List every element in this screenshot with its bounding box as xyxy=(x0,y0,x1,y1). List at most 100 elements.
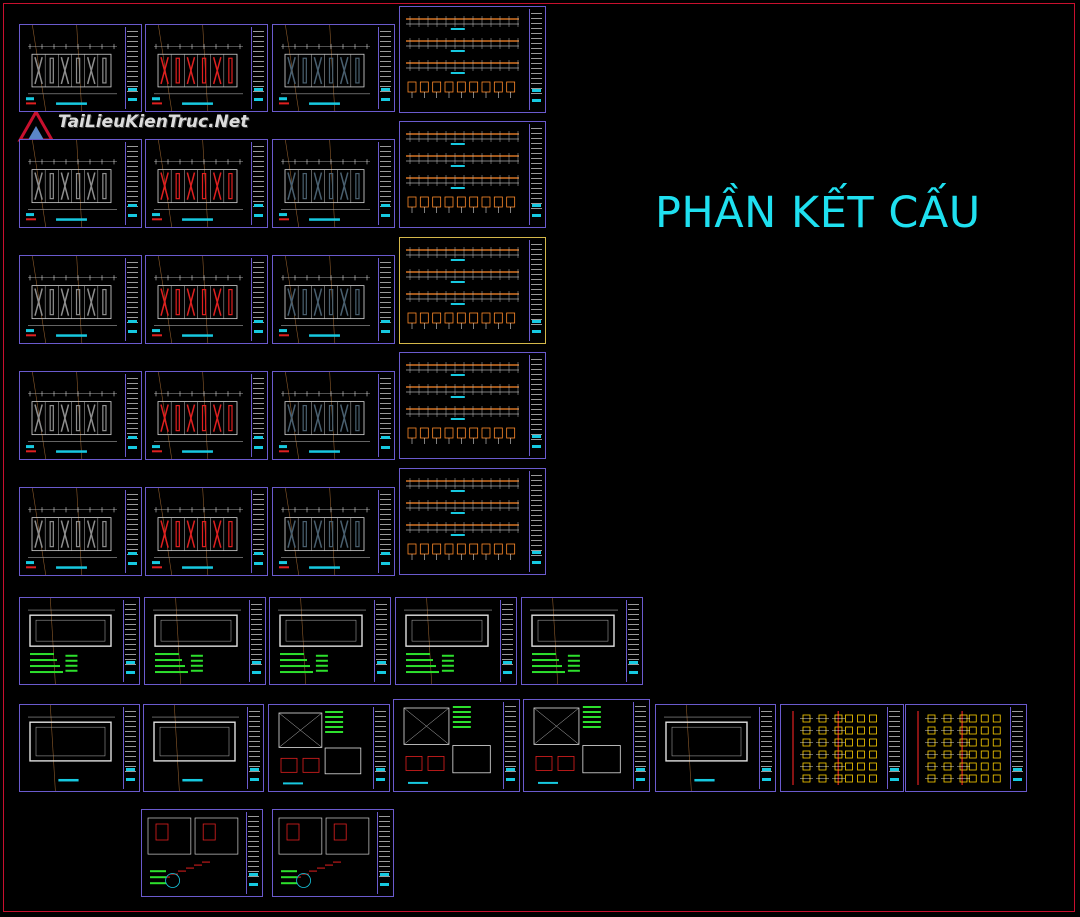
drawing-sheet[interactable] xyxy=(393,699,520,792)
title-block xyxy=(503,702,517,789)
sheet-drawing xyxy=(147,817,239,888)
sheet-drawing xyxy=(406,362,519,444)
drawing-sheet[interactable] xyxy=(269,597,391,685)
sheet-drawing xyxy=(279,25,370,111)
title-block xyxy=(759,707,773,789)
sheet-drawing xyxy=(406,131,519,213)
title-block xyxy=(125,374,139,457)
title-block xyxy=(378,27,392,109)
drawing-frame xyxy=(3,3,1075,912)
drawing-sheet[interactable] xyxy=(145,139,268,228)
drawing-sheet[interactable] xyxy=(272,809,394,897)
drawing-sheet[interactable] xyxy=(521,597,643,685)
title-block xyxy=(251,142,265,225)
title-block xyxy=(374,600,388,682)
sheet-drawing xyxy=(152,140,243,227)
drawing-sheet[interactable] xyxy=(19,139,142,228)
sheet-drawing xyxy=(664,705,751,791)
sheet-drawing xyxy=(278,711,362,785)
sheet-drawing xyxy=(26,372,117,459)
title-block xyxy=(123,707,137,789)
drawing-sheet[interactable] xyxy=(272,139,395,228)
sheet-drawing xyxy=(152,25,243,111)
sheet-drawing xyxy=(530,598,618,684)
drawing-sheet[interactable] xyxy=(272,371,395,460)
drawing-sheet[interactable] xyxy=(399,121,546,228)
drawing-sheet[interactable] xyxy=(19,24,142,112)
drawing-sheet[interactable] xyxy=(145,487,268,576)
drawing-sheet[interactable] xyxy=(399,237,546,344)
title-block xyxy=(251,258,265,341)
title-block xyxy=(887,707,901,789)
drawing-sheet[interactable] xyxy=(272,487,395,576)
sheet-drawing xyxy=(28,705,115,791)
title-block xyxy=(529,9,543,110)
drawing-sheet[interactable] xyxy=(268,704,390,792)
drawing-sheet[interactable] xyxy=(19,597,140,685)
drawing-sheet[interactable] xyxy=(145,255,268,344)
sheet-drawing xyxy=(153,598,241,684)
drawing-sheet[interactable] xyxy=(144,597,266,685)
drawing-sheet[interactable] xyxy=(19,487,142,576)
title-block xyxy=(249,600,263,682)
title-block xyxy=(125,490,139,573)
drawing-sheet[interactable] xyxy=(399,352,546,459)
drawing-sheet[interactable] xyxy=(399,6,546,113)
sheet-drawing xyxy=(26,140,117,227)
title-block xyxy=(247,707,261,789)
title-block xyxy=(1010,707,1024,789)
title-block xyxy=(251,490,265,573)
sheet-drawing xyxy=(279,372,370,459)
title-block xyxy=(500,600,514,682)
sheet-drawing xyxy=(279,256,370,343)
drawing-sheet[interactable] xyxy=(272,255,395,344)
drawing-sheet[interactable] xyxy=(143,704,264,792)
title-block xyxy=(377,812,391,894)
title-block xyxy=(251,27,265,109)
sheet-drawing xyxy=(406,16,519,98)
drawing-sheet[interactable] xyxy=(145,24,268,112)
sheet-drawing xyxy=(279,140,370,227)
drawing-sheet[interactable] xyxy=(523,699,650,792)
sheet-drawing xyxy=(406,478,519,560)
watermark-text: TaiLieuKienTruc.Net xyxy=(58,112,249,132)
sheet-drawing xyxy=(403,706,491,784)
drawing-sheet[interactable] xyxy=(272,24,395,112)
title-block xyxy=(529,240,543,341)
title-block xyxy=(378,490,392,573)
title-block xyxy=(123,600,137,682)
sheet-drawing xyxy=(406,247,519,329)
title-block xyxy=(373,707,387,789)
sheet-drawing xyxy=(279,488,370,575)
sheet-drawing xyxy=(278,598,366,684)
drawing-sheet[interactable] xyxy=(905,704,1027,792)
title-block xyxy=(378,258,392,341)
drawing-sheet[interactable] xyxy=(19,371,142,460)
drawing-sheet[interactable] xyxy=(399,468,546,575)
drawing-sheet[interactable] xyxy=(19,255,142,344)
sheet-drawing xyxy=(28,598,115,684)
title-block xyxy=(633,702,647,789)
drawing-sheet[interactable] xyxy=(141,809,263,897)
title-block xyxy=(125,142,139,225)
sheet-drawing xyxy=(533,706,621,784)
title-block xyxy=(246,812,260,894)
drawing-sheet[interactable] xyxy=(19,704,140,792)
sheet-drawing xyxy=(26,25,117,111)
title-block xyxy=(529,124,543,225)
drawing-sheet[interactable] xyxy=(145,371,268,460)
sheet-drawing xyxy=(152,488,243,575)
title-block xyxy=(529,355,543,456)
sheet-drawing xyxy=(26,488,117,575)
sheet-drawing xyxy=(404,598,492,684)
sheet-drawing xyxy=(152,705,239,791)
drawing-sheet[interactable] xyxy=(395,597,517,685)
drawing-sheet[interactable] xyxy=(655,704,776,792)
title-block xyxy=(378,374,392,457)
sheet-drawing xyxy=(152,372,243,459)
title-block xyxy=(251,374,265,457)
sheet-drawing xyxy=(278,817,370,888)
drawing-sheet[interactable] xyxy=(780,704,904,792)
title-block xyxy=(529,471,543,572)
sheet-drawing xyxy=(917,711,1001,785)
